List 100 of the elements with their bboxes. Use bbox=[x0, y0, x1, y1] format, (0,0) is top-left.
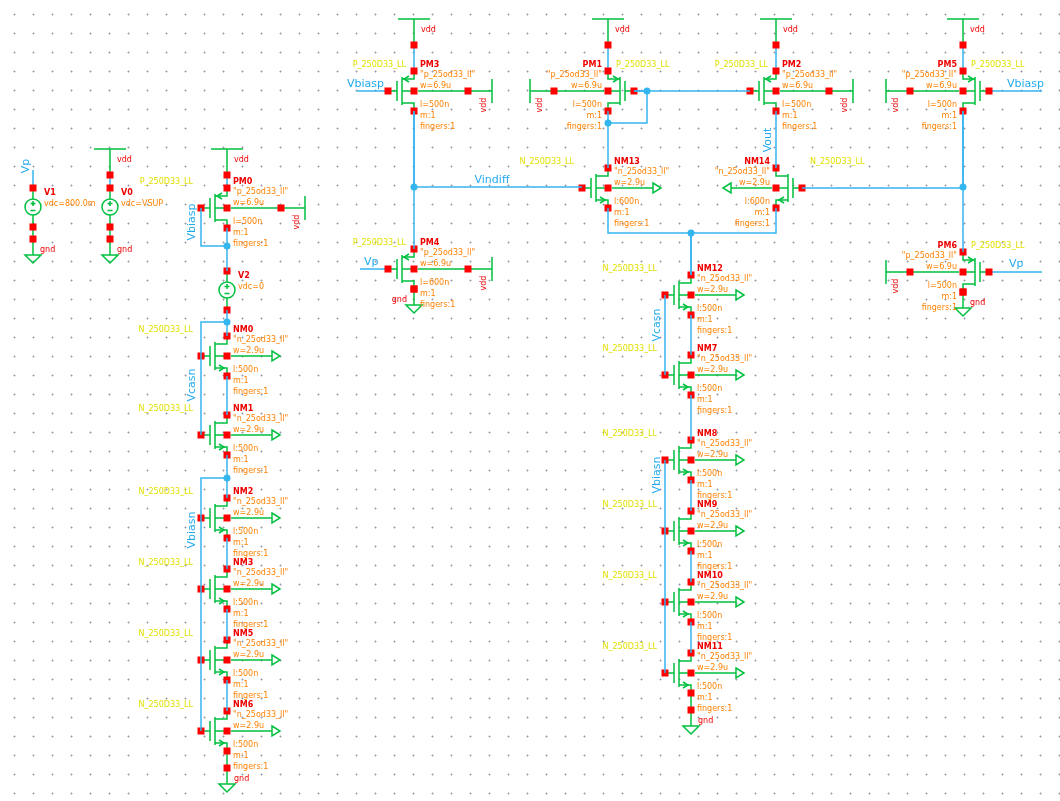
parameter-label: vdc=VSUP bbox=[121, 198, 164, 208]
wire bbox=[775, 110, 777, 169]
device-name: NM2 bbox=[233, 486, 254, 496]
wire bbox=[200, 355, 202, 436]
device-name: NM11 bbox=[697, 641, 723, 651]
parameter-label: w=2.9u bbox=[697, 449, 729, 459]
parameter-label: "p_25od33_ll" bbox=[420, 247, 476, 257]
nmos-transistor-symbol bbox=[197, 411, 231, 459]
nmos-transistor-symbol bbox=[578, 164, 612, 212]
parameter-label: l=500n bbox=[782, 99, 812, 109]
parameter-label: "p_25od33_ll" bbox=[420, 69, 476, 79]
parameter-label: "p_25od33_ll" bbox=[901, 69, 957, 79]
wire bbox=[226, 608, 228, 641]
parameter-label: l:500n bbox=[697, 383, 723, 393]
device-name: V0 bbox=[121, 187, 133, 197]
wire bbox=[200, 309, 228, 357]
parameter-label: m:1 bbox=[697, 394, 713, 404]
parameter-label: m:1 bbox=[754, 207, 770, 217]
parameter-label: w=2.9u bbox=[697, 662, 729, 672]
parameter-label: l:500n bbox=[697, 681, 723, 691]
wire bbox=[664, 459, 666, 532]
parameter-label: m:1 bbox=[697, 692, 713, 702]
supply-label: gnd bbox=[698, 715, 714, 725]
parameter-label: w=2.9u bbox=[697, 520, 729, 530]
pmos-transistor-symbol bbox=[604, 67, 638, 115]
wire bbox=[226, 537, 228, 570]
parameter-label: "n_25od33_ll" bbox=[697, 353, 753, 363]
wire bbox=[226, 375, 228, 416]
parameter-label: l=500n bbox=[927, 280, 957, 290]
supply-label: vdd bbox=[478, 275, 488, 291]
parameter-label: fingers:1 bbox=[697, 561, 733, 571]
supply-label: vdd bbox=[890, 97, 900, 113]
model-label: P_250D33_LL bbox=[714, 59, 768, 69]
parameter-label: fingers:1 bbox=[233, 761, 269, 771]
parameter-label: vdc=0 bbox=[238, 281, 264, 291]
pmos-transistor-symbol bbox=[959, 67, 1043, 115]
parameter-label: l:500n bbox=[233, 443, 259, 453]
wire bbox=[200, 659, 202, 732]
parameter-label: fingers:1 bbox=[233, 619, 269, 629]
parameter-label: m:1 bbox=[233, 375, 249, 385]
net-label: Vbiasn bbox=[186, 511, 198, 549]
device-name: NM8 bbox=[697, 428, 718, 438]
supply-label: vdd bbox=[234, 154, 249, 164]
wire bbox=[690, 207, 777, 276]
parameter-label: fingers:1 bbox=[782, 121, 818, 131]
model-label: N_250D33_LL bbox=[138, 486, 193, 496]
device-name: NM9 bbox=[697, 499, 718, 509]
model-label: P_250D33_LL bbox=[139, 176, 193, 186]
parameter-label: fingers:1 bbox=[734, 218, 770, 228]
parameter-label: "n_25od33_ll" bbox=[233, 567, 289, 577]
device-name: NM14 bbox=[744, 156, 770, 166]
parameter-label: w=2.9u bbox=[233, 345, 265, 355]
parameter-label: m:1 bbox=[233, 679, 249, 689]
net-label: Vout bbox=[762, 127, 774, 153]
parameter-label: m:1 bbox=[233, 750, 249, 760]
parameter-label: "n_25od33_ll" bbox=[614, 166, 670, 176]
wire bbox=[690, 550, 692, 583]
parameter-label: l:600n bbox=[614, 196, 640, 206]
parameter-label: fingers:1 bbox=[921, 121, 957, 131]
supply-label: vdd bbox=[534, 97, 544, 113]
parameter-label: w=6.9u bbox=[233, 197, 265, 207]
parameter-label: "n_25od33_ll" bbox=[697, 651, 753, 661]
wire bbox=[690, 479, 692, 512]
parameter-label: l:500n bbox=[233, 668, 259, 678]
model-label: N_250D33_LL bbox=[602, 263, 657, 273]
parameter-label: m:1 bbox=[420, 110, 436, 120]
model-label: P_250D33_LL bbox=[971, 240, 1025, 250]
pmos-transistor-symbol bbox=[197, 184, 231, 232]
parameter-label: m:1 bbox=[233, 537, 249, 547]
parameter-label: m:1 bbox=[614, 207, 630, 217]
parameter-label: m:1 bbox=[697, 314, 713, 324]
parameter-label: l=500n bbox=[927, 99, 957, 109]
net-label: Vbiasp bbox=[186, 203, 198, 241]
supply-label: vdd bbox=[615, 24, 630, 34]
parameter-label: "n_25od33_ll" bbox=[233, 413, 289, 423]
net-label: Vp bbox=[1009, 258, 1024, 270]
parameter-label: l:500n bbox=[233, 526, 259, 536]
parameter-label: m:1 bbox=[697, 550, 713, 560]
supply-label: vdd bbox=[291, 214, 301, 230]
parameter-label: fingers:1 bbox=[697, 632, 733, 642]
supply-label: vdd bbox=[421, 24, 436, 34]
parameter-label: m:1 bbox=[233, 608, 249, 618]
device-name: NM13 bbox=[614, 156, 640, 166]
nmos-transistor-symbol bbox=[661, 649, 695, 697]
supply-label: vdd bbox=[839, 97, 849, 113]
parameter-label: fingers:1 bbox=[233, 690, 269, 700]
supply-label: vdd bbox=[783, 24, 798, 34]
parameter-label: w=2.9u bbox=[614, 177, 646, 187]
parameter-label: "p_25od33_ll" bbox=[546, 69, 602, 79]
parameter-label: "n_25od33_ll" bbox=[697, 438, 753, 448]
wire bbox=[664, 601, 666, 674]
parameter-label: w=6.9u bbox=[925, 80, 957, 90]
net-label: Vp bbox=[364, 256, 379, 268]
device-name: PM6 bbox=[937, 240, 957, 250]
model-label: N_250D33_LL bbox=[810, 156, 865, 166]
net-label: Vcasn bbox=[186, 368, 198, 402]
net-label: Vindiff bbox=[474, 174, 510, 186]
wire bbox=[690, 314, 692, 356]
parameter-label: w=6.9u bbox=[570, 80, 602, 90]
parameter-label: w=2.9u bbox=[697, 591, 729, 601]
